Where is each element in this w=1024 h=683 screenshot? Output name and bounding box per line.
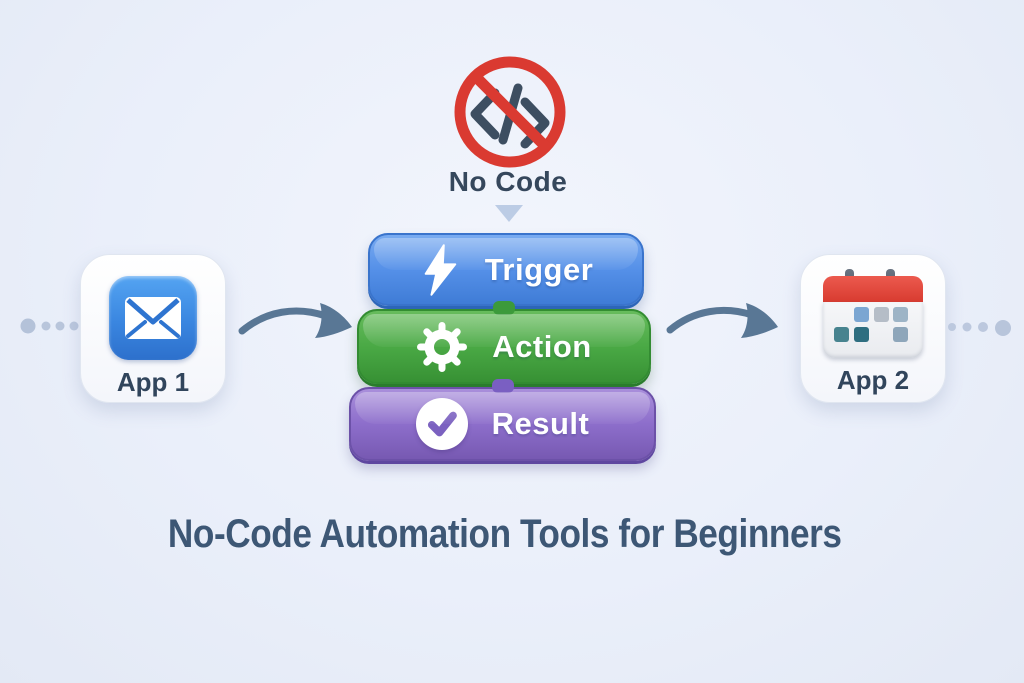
curved-arrow-left-icon <box>238 303 352 338</box>
app1-label: App 1 <box>116 367 190 397</box>
action-label: Action <box>492 328 592 364</box>
app1-card[interactable]: App 1 <box>80 254 226 403</box>
ellipsis-dots-left <box>20 318 79 334</box>
checkmark-icon <box>415 398 468 450</box>
calendar-icon <box>823 269 923 358</box>
lightning-icon <box>424 243 456 296</box>
no-code-label: No Code <box>448 166 568 197</box>
result-label: Result <box>491 406 590 441</box>
page-title: No-Code Automation Tools for Beginners <box>168 512 842 556</box>
ellipsis-dots-right <box>948 320 1011 336</box>
action-button[interactable]: Action <box>357 301 651 384</box>
trigger-label: Trigger <box>484 251 594 287</box>
app2-label: App 2 <box>836 365 910 395</box>
prohibited-code-icon <box>454 56 566 168</box>
app2-card[interactable]: App 2 <box>800 254 946 403</box>
gear-icon <box>416 320 469 373</box>
trigger-button[interactable]: Trigger <box>368 233 644 306</box>
chevron-down-icon <box>495 205 523 222</box>
result-button[interactable]: Result <box>349 379 656 461</box>
curved-arrow-right-icon <box>666 303 778 338</box>
email-icon <box>109 276 197 360</box>
